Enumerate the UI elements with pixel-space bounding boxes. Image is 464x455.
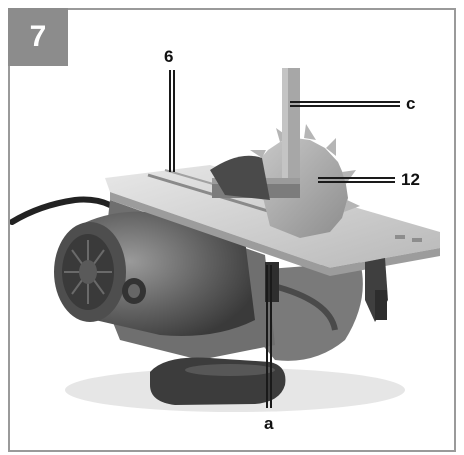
callout-label-12: 12 [401,170,420,189]
callout-label-6: 6 [164,47,174,66]
callout-lines [169,70,400,408]
figure-number-badge: 7 [8,8,68,66]
circular-saw-photo [10,68,440,412]
callout-label-c: c [406,94,416,113]
callout-label-a: a [264,414,274,433]
